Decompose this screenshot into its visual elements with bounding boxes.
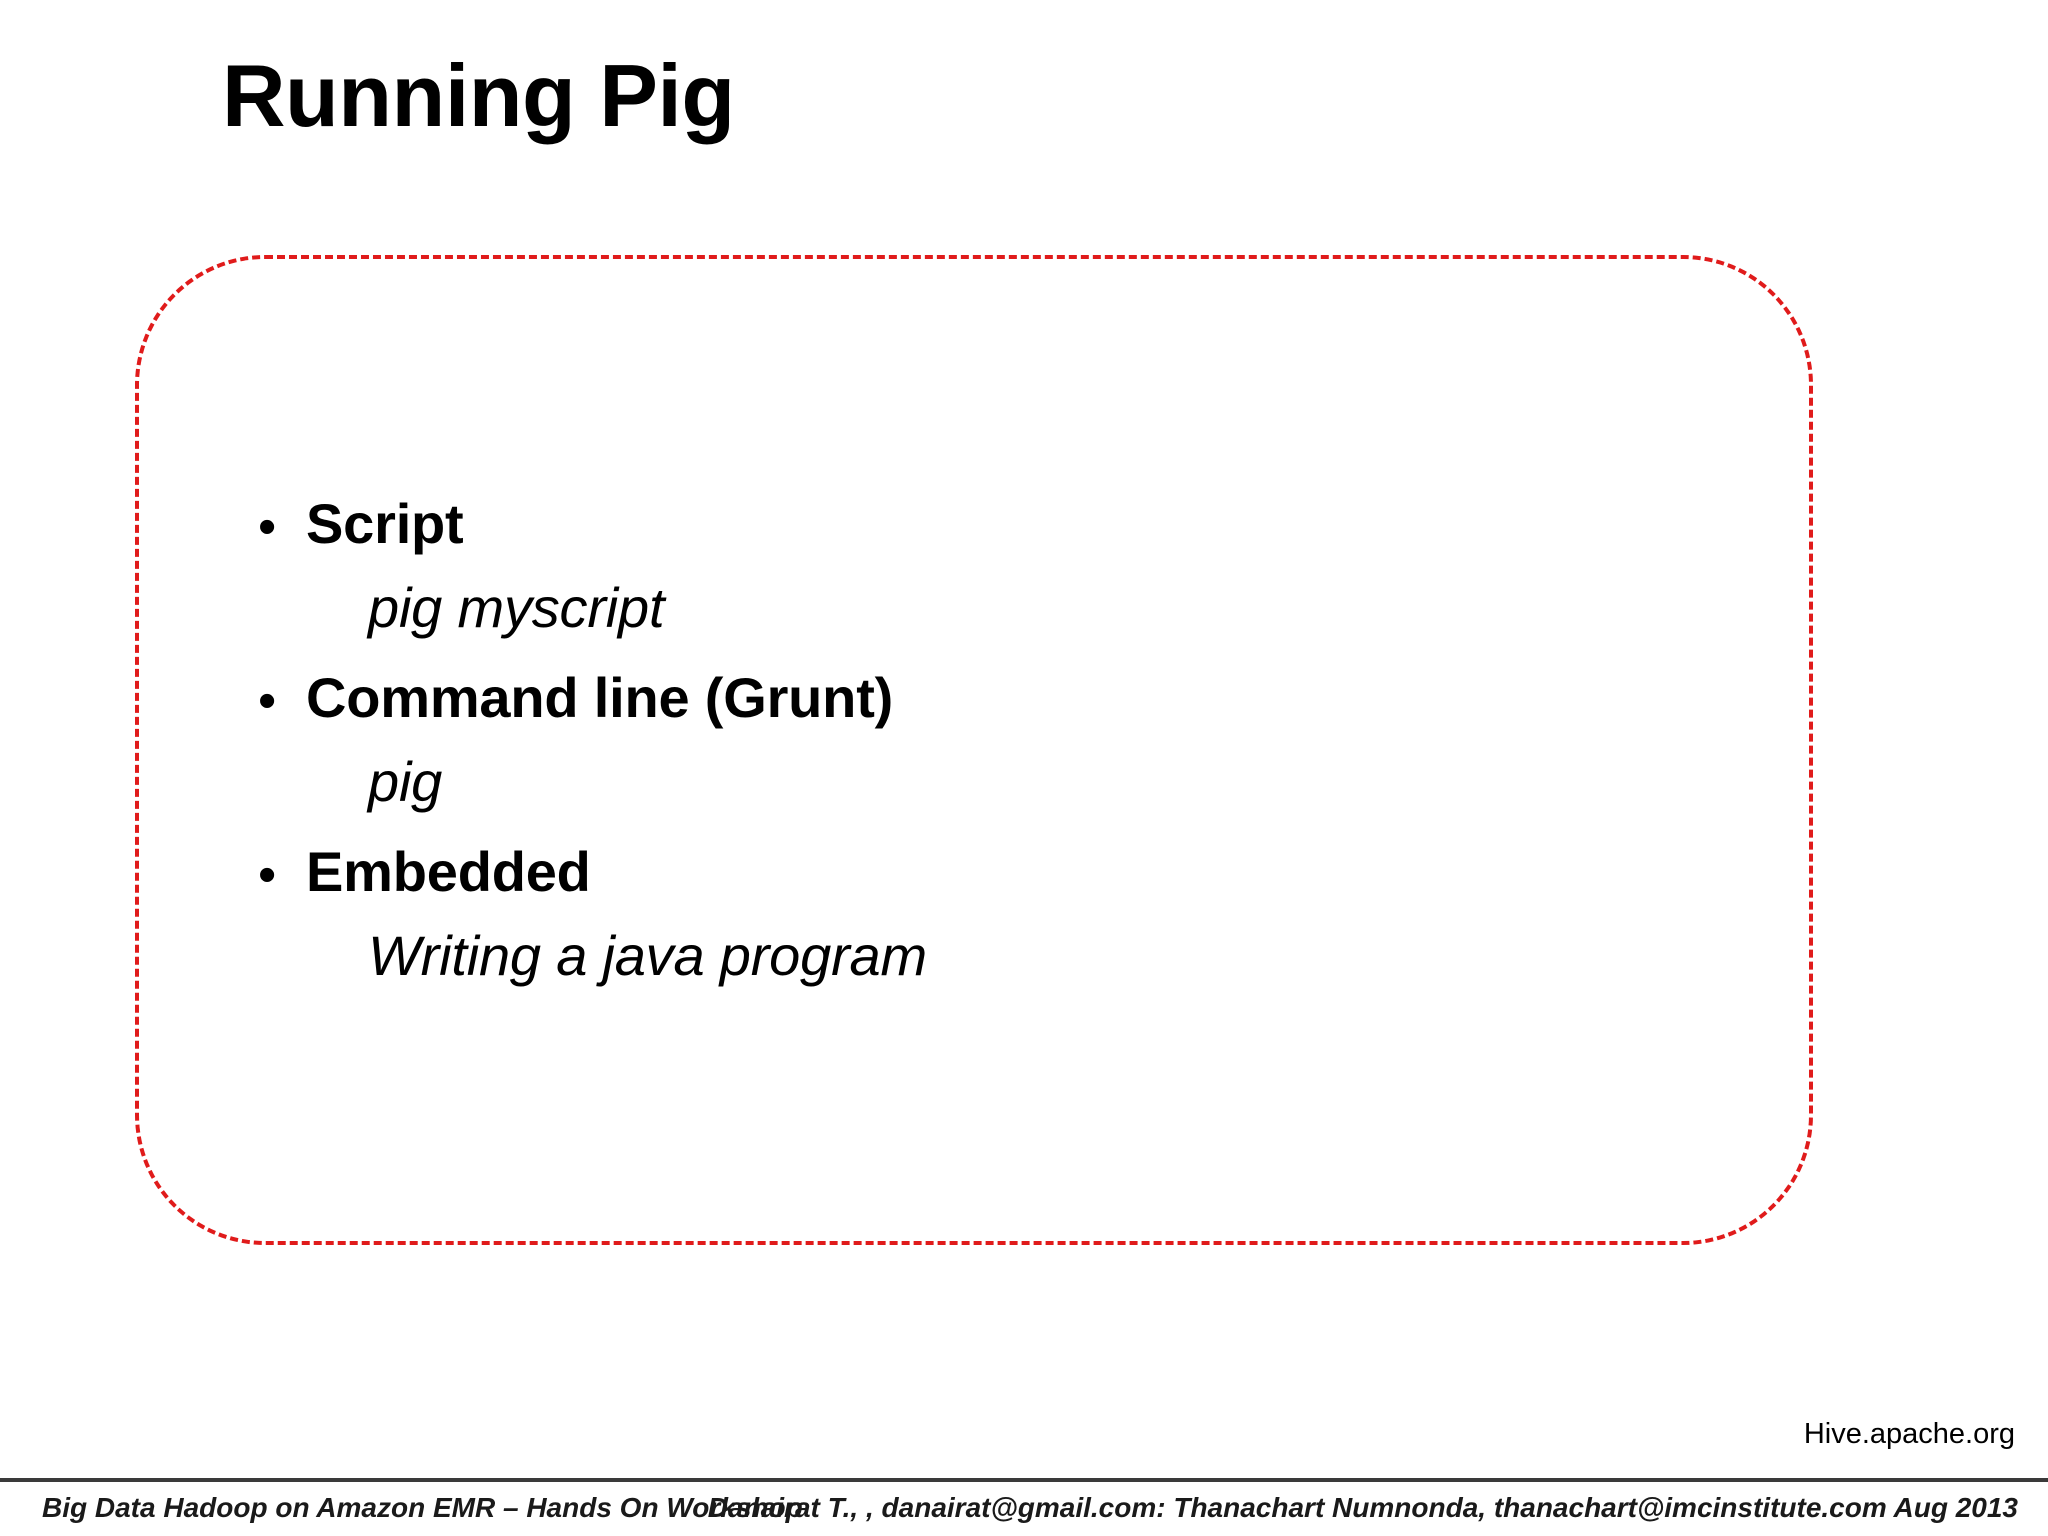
bullet-detail: pig myscript [368,575,665,639]
bullet-detail: pig [368,749,443,813]
list-item: • Command line (Grunt) pig [258,666,1438,814]
bullet-dot-icon: • [258,671,277,730]
list-item: • Embedded Writing a java program [258,840,1438,988]
footer-workshop-title: Big Data Hadoop on Amazon EMR – Hands On… [42,1492,803,1523]
bullet-list: • Script pig myscript • Command line (Gr… [258,492,1438,1014]
page-title: Running Pig [222,46,735,145]
footer-divider [0,1478,2048,1482]
list-item: • Script pig myscript [258,492,1438,640]
footer-authors-date: Danairat T., , danairat@gmail.com: Thana… [707,1492,2018,1523]
dashed-callout-box [135,255,1813,1245]
bullet-label: Script [306,492,464,555]
bullet-detail: Writing a java program [368,923,927,987]
bullet-row: • Script [258,492,1438,557]
bullet-label: Embedded [306,839,591,903]
source-attribution: Hive.apache.org [1803,1418,2015,1450]
bullet-label: Command line (Grunt) [306,665,894,729]
bullet-row: • Embedded [258,840,1438,905]
bullet-row: • Command line (Grunt) [258,666,1438,731]
footer: Big Data Hadoop on Amazon EMR – Hands On… [0,1482,2048,1536]
bullet-dot-icon: • [258,498,277,556]
bullet-dot-icon: • [258,845,277,904]
